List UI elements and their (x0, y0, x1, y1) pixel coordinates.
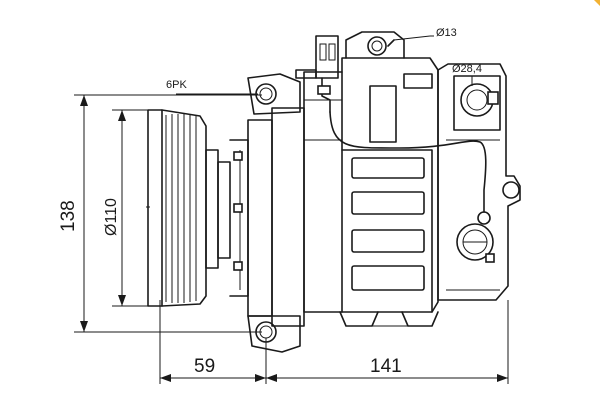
lower-mounting-ear (247, 315, 301, 353)
wire-clip (477, 211, 491, 225)
rear-head (437, 63, 521, 301)
body-foot (339, 311, 379, 327)
sensor-wire (329, 111, 487, 213)
bolt-head (233, 151, 243, 161)
control-valve (456, 223, 494, 261)
rear-mount-hole (502, 181, 520, 199)
height-label: 138 (58, 200, 79, 232)
front-housing (229, 73, 305, 353)
rib-block (369, 85, 397, 143)
body-foot (401, 311, 439, 327)
pulley-hub (205, 149, 219, 269)
port-small-leader (393, 35, 431, 41)
dimension-lines (74, 35, 509, 384)
pulley-diameter-label: Ø110 (103, 198, 120, 236)
electrical-plug (315, 35, 339, 79)
mount-hole-upper (255, 83, 277, 105)
pulley (146, 109, 231, 307)
body-length-label: 141 (370, 356, 402, 377)
corner-mark (594, 0, 600, 6)
pulley-flange-left (147, 109, 163, 307)
compressor-body (303, 31, 439, 327)
belt-label: 6PK (166, 79, 187, 91)
suction-port-block (345, 31, 405, 59)
label-plate (403, 73, 433, 89)
bolt-head (233, 261, 243, 271)
discharge-port-block (453, 75, 501, 131)
port-small (367, 36, 387, 56)
connector (295, 35, 491, 225)
bolt-head (233, 203, 243, 213)
port-large-label: Ø28,4 (452, 63, 482, 75)
pulley-grooves (165, 114, 197, 303)
port-small-label: Ø13 (436, 27, 457, 39)
pulley-offset-label: 59 (194, 356, 215, 377)
upper-mounting-ear (247, 73, 301, 115)
clutch-plate (217, 161, 231, 259)
